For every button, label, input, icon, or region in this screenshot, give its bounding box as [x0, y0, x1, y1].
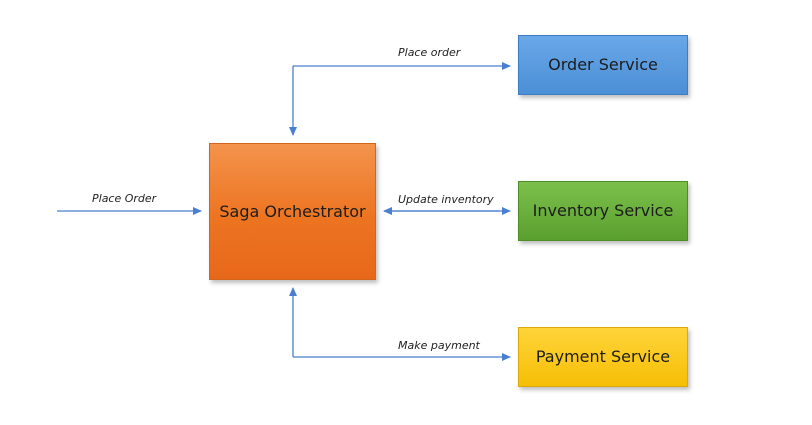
edge-label-incoming-place-order: Place Order	[92, 192, 157, 205]
inventory-service-label: Inventory Service	[532, 201, 674, 221]
saga-orchestrator-label: Saga Orchestrator	[219, 201, 366, 221]
edge-label-update-inventory: Update inventory	[398, 193, 494, 206]
payment-service-label: Payment Service	[535, 347, 671, 367]
payment-service-node[interactable]: Payment Service	[518, 327, 688, 387]
order-service-node[interactable]: Order Service	[518, 35, 688, 95]
edge-label-make-payment: Make payment	[398, 339, 480, 352]
edge-label-place-order: Place order	[398, 46, 461, 59]
inventory-service-node[interactable]: Inventory Service	[518, 181, 688, 241]
order-service-label: Order Service	[548, 55, 658, 75]
saga-orchestrator-node[interactable]: Saga Orchestrator	[209, 143, 376, 280]
